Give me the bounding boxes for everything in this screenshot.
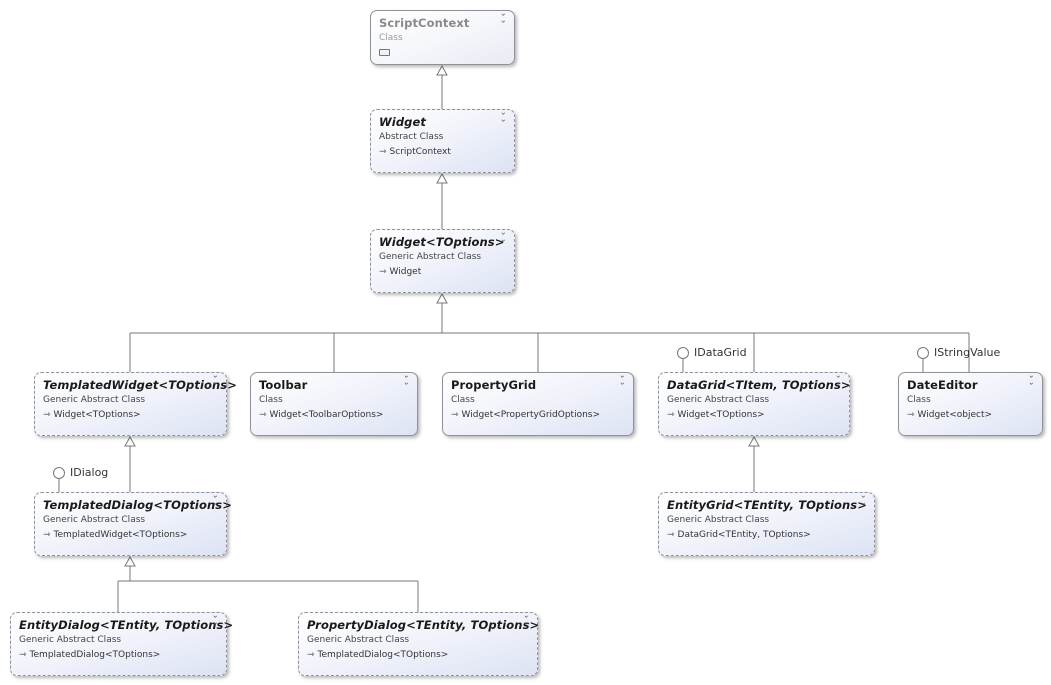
base-type: ⇾TemplatedDialog<TOptions> — [307, 649, 529, 662]
class-name: DateEditor — [907, 378, 978, 392]
base-type-label: TemplatedDialog<TOptions> — [29, 650, 161, 660]
inheritance-arrowhead-scriptcontext — [436, 64, 448, 76]
class-kind: Class — [379, 33, 403, 43]
base-type: ⇾DataGrid<TEntity, TOptions> — [667, 529, 866, 542]
class-name: EntityGrid<TEntity, TOptions> — [667, 498, 867, 512]
class-name: DataGrid<TItem, TOptions> — [667, 378, 851, 392]
class-box-templated-widget[interactable]: TemplatedWidget<TOptions> Generic Abstrac… — [34, 372, 237, 436]
class-name: PropertyGrid — [451, 378, 537, 392]
inherits-arrow-icon: ⇾ — [307, 650, 315, 660]
class-box-property-dialog[interactable]: PropertyDialog<TEntity, TOptions> Generic… — [298, 612, 540, 676]
interface-label-idatagrid: IDataGrid — [694, 346, 747, 359]
class-name: Widget — [379, 115, 426, 129]
class-kind: Generic Abstract Class — [43, 395, 146, 405]
class-kind: Generic Abstract Class — [379, 252, 482, 262]
class-kind: Generic Abstract Class — [307, 635, 410, 645]
inheritance-arrowhead-data-grid — [748, 435, 760, 447]
interface-label-istringvalue: IStringValue — [934, 346, 1001, 359]
class-kind: Class — [451, 395, 475, 405]
base-type — [379, 47, 506, 60]
base-type-label: Widget<PropertyGridOptions> — [461, 410, 601, 420]
class-name: Toolbar — [259, 378, 308, 392]
base-type: ⇾Widget<ToolbarOptions> — [259, 409, 409, 422]
base-type-label: Widget<object> — [917, 410, 993, 420]
base-type: ⇾TemplatedDialog<TOptions> — [19, 649, 218, 662]
base-type: ⇾Widget<TOptions> — [667, 409, 841, 422]
class-kind: Generic Abstract Class — [43, 515, 146, 525]
class-box-widget-toptions[interactable]: Widget<TOptions> Generic Abstract Class ⇾W… — [370, 229, 515, 293]
class-name: TemplatedWidget<TOptions> — [43, 378, 237, 392]
inheritance-arrowhead-widget-toptions — [436, 292, 448, 304]
inherits-arrow-icon: ⇾ — [259, 410, 267, 420]
inheritance-arrowhead-templated-dialog — [124, 555, 136, 567]
base-type: ⇾Widget<TOptions> — [43, 409, 218, 422]
interface-lollipop-icon — [917, 347, 929, 359]
class-name: Widget<TOptions> — [379, 235, 505, 249]
class-kind: Class — [259, 395, 283, 405]
base-type-label: Widget — [389, 267, 422, 277]
base-type: ⇾ScriptContext — [379, 146, 506, 159]
inherits-arrow-icon: ⇾ — [667, 530, 675, 540]
class-name: TemplatedDialog<TOptions> — [43, 498, 232, 512]
class-name: PropertyDialog<TEntity, TOptions> — [307, 618, 540, 632]
class-kind: Generic Abstract Class — [667, 515, 770, 525]
base-type-label: Widget<TOptions> — [53, 410, 141, 420]
class-box-entity-grid[interactable]: EntityGrid<TEntity, TOptions> Generic Abs… — [658, 492, 875, 556]
inherits-arrow-icon: ⇾ — [379, 147, 387, 157]
class-box-entity-dialog[interactable]: EntityDialog<TEntity, TOptions> Generic A… — [10, 612, 234, 676]
class-members-icon — [379, 49, 390, 56]
inherits-arrow-icon: ⇾ — [379, 267, 387, 277]
class-kind: Abstract Class — [379, 132, 444, 142]
base-type-label: TemplatedWidget<TOptions> — [53, 530, 188, 540]
base-type-label: Widget<ToolbarOptions> — [269, 410, 384, 420]
inherits-arrow-icon: ⇾ — [451, 410, 459, 420]
class-name: ScriptContext — [379, 16, 470, 30]
base-type-label: ScriptContext — [389, 147, 451, 157]
inheritance-arrowhead-templated-widget — [124, 435, 136, 447]
class-kind: Class — [907, 395, 931, 405]
inherits-arrow-icon: ⇾ — [907, 410, 915, 420]
base-type: ⇾Widget — [379, 266, 506, 279]
inherits-arrow-icon: ⇾ — [667, 410, 675, 420]
inheritance-arrowhead-widget — [436, 172, 448, 184]
base-type-label: DataGrid<TEntity, TOptions> — [677, 530, 811, 540]
class-name: EntityDialog<TEntity, TOptions> — [19, 618, 234, 632]
class-kind: Generic Abstract Class — [19, 635, 122, 645]
interface-lollipop-icon — [53, 467, 65, 479]
interface-label-idialog: IDialog — [70, 466, 109, 479]
class-box-templated-dialog[interactable]: TemplatedDialog<TOptions> Generic Abstrac… — [34, 492, 232, 556]
base-type: ⇾TemplatedWidget<TOptions> — [43, 529, 218, 542]
inherits-arrow-icon: ⇾ — [19, 650, 27, 660]
base-type: ⇾Widget<object> — [907, 409, 1034, 422]
inherits-arrow-icon: ⇾ — [43, 530, 51, 540]
inherits-arrow-icon: ⇾ — [43, 410, 51, 420]
base-type-label: Widget<TOptions> — [677, 410, 765, 420]
base-type: ⇾Widget<PropertyGridOptions> — [451, 409, 625, 422]
interface-lollipop-icon — [677, 347, 689, 359]
class-kind: Generic Abstract Class — [667, 395, 770, 405]
class-box-data-grid[interactable]: DataGrid<TItem, TOptions> Generic Abstrac… — [658, 372, 851, 436]
base-type-label: TemplatedDialog<TOptions> — [317, 650, 449, 660]
